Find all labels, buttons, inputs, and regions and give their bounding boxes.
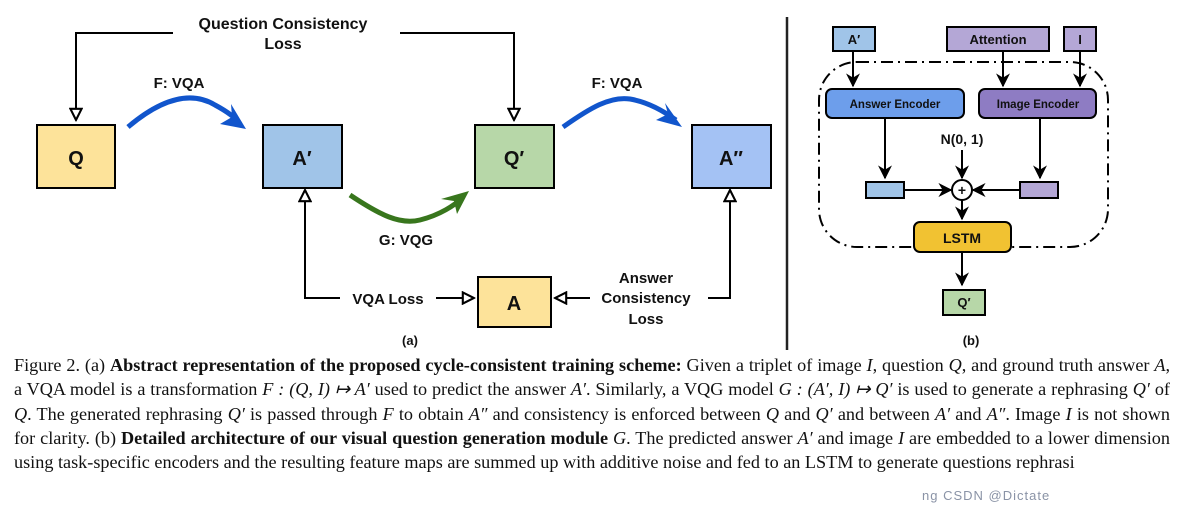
caption-math: F : (Q, I) ↦ A′ <box>262 379 370 400</box>
input-a-prime-label: A′ <box>848 32 861 47</box>
answer-consistency-label-line3: Loss <box>628 311 663 328</box>
caption-math: A′ <box>934 403 951 424</box>
answer-consistency-connector <box>555 190 730 298</box>
caption-math: Q′ <box>815 403 833 424</box>
noise-label: N(0, 1) <box>941 131 984 147</box>
question-consistency-label-line2: Loss <box>264 36 301 53</box>
caption-math: I <box>898 427 905 448</box>
panel-a-label: (a) <box>402 333 418 348</box>
sum-symbol: + <box>958 182 966 198</box>
figure-caption: Figure 2. (a) Abstract representation of… <box>14 353 1170 474</box>
output-q-prime-label: Q′ <box>957 295 970 310</box>
caption-text: . The generated rephrasing <box>27 403 228 424</box>
lstm-label: LSTM <box>943 230 981 246</box>
answer-feature-map <box>865 181 905 199</box>
caption-math: Q′ <box>1132 379 1150 400</box>
caption-text: and <box>950 403 987 424</box>
answer-consistency-label-line2: Consistency <box>601 290 691 307</box>
vqa-loss-connector <box>305 190 474 298</box>
caption-math: Q <box>948 355 962 375</box>
output-q-prime: Q′ <box>942 289 986 316</box>
caption-text: and image <box>812 427 899 448</box>
question-consistency-label-line1: Question Consistency <box>199 16 368 33</box>
caption-text: and <box>778 403 816 424</box>
input-a-prime: A′ <box>832 26 876 52</box>
vqg-module-boundary <box>818 61 1109 248</box>
caption-text: are embedded to a lower dimension using … <box>14 427 1170 473</box>
vqg-arrow <box>348 191 469 224</box>
caption-math: G <box>613 427 627 448</box>
input-attention: Attention <box>946 26 1050 52</box>
vqg-label: G: VQG <box>379 232 433 249</box>
caption-math: I <box>866 355 873 375</box>
image-encoder-label: Image Encoder <box>997 99 1080 111</box>
vqa-arrow-1 <box>126 95 246 129</box>
caption-math: Q′ <box>227 403 245 424</box>
panel-b-label: (b) <box>963 333 980 348</box>
input-image-label: I <box>1078 32 1082 47</box>
answer-consistency-label-line1: Answer <box>619 270 673 287</box>
caption-bold-b: Detailed architecture of our visual ques… <box>121 427 609 448</box>
caption-text: of <box>1149 379 1170 400</box>
node-a-double-prime-label: A″ <box>719 148 743 170</box>
caption-text: . The predicted answer <box>626 427 798 448</box>
sum-node-icon: + <box>904 179 1020 221</box>
caption-figure-number: Figure 2. (a) <box>14 355 110 375</box>
caption-math: A <box>1154 355 1166 375</box>
caption-math: A″ <box>986 403 1006 424</box>
caption-math: F <box>382 403 394 424</box>
caption-text: , question <box>872 355 949 375</box>
vqa-label-1: F: VQA <box>154 75 205 92</box>
caption-text: , and ground truth answer <box>961 355 1155 375</box>
lstm-block: LSTM <box>913 221 1012 253</box>
caption-text: . Similarly, a VQG model <box>585 379 779 400</box>
caption-math: A′ <box>797 427 813 448</box>
caption-math: A″ <box>468 403 488 424</box>
caption-math: I <box>1065 403 1072 424</box>
node-a: A <box>477 276 552 328</box>
input-attention-label: Attention <box>969 32 1026 47</box>
caption-math: Q <box>14 403 28 424</box>
node-q-prime-label: Q′ <box>504 148 525 170</box>
input-arrows <box>846 51 1087 88</box>
question-consistency-connector <box>76 32 514 120</box>
caption-text: . Image <box>1005 403 1066 424</box>
image-encoder: Image Encoder <box>978 88 1097 119</box>
watermark: ng CSDN @Dictate <box>922 486 1172 506</box>
caption-text: Given a triplet of image <box>681 355 867 375</box>
node-q: Q <box>36 124 116 189</box>
caption-math: Q <box>765 403 779 424</box>
node-a-prime: A′ <box>262 124 343 189</box>
caption-math: A′ <box>570 379 586 400</box>
caption-bold-a: Abstract representation of the proposed … <box>109 355 682 375</box>
caption-text: is used to generate a rephrasing <box>892 379 1133 400</box>
image-feature-map <box>1019 181 1059 199</box>
caption-text: is passed through <box>244 403 383 424</box>
node-q-label: Q <box>68 148 84 170</box>
node-a-label: A <box>507 293 521 315</box>
answer-encoder: Answer Encoder <box>825 88 965 119</box>
node-q-prime: Q′ <box>474 124 555 189</box>
caption-text: used to predict the answer <box>369 379 571 400</box>
feature-arrows <box>878 118 1047 180</box>
input-image: I <box>1063 26 1097 52</box>
vqa-arrow-2 <box>561 96 682 130</box>
answer-encoder-label: Answer Encoder <box>850 99 941 111</box>
caption-text: and between <box>832 403 935 424</box>
caption-text: and consistency is enforced between <box>487 403 766 424</box>
caption-text: is not shown for clarity. (b) <box>14 403 1171 448</box>
node-a-double-prime: A″ <box>691 124 772 189</box>
node-a-prime-label: A′ <box>292 148 311 170</box>
caption-text: , a VQA model is a transformation <box>14 355 1171 400</box>
vqa-label-2: F: VQA <box>592 75 643 92</box>
vqa-loss-label: VQA Loss <box>352 291 423 308</box>
caption-math: G : (A′, I) ↦ Q′ <box>778 379 893 400</box>
figure-diagram: Question Consistency Loss Q F: VQA A′ G:… <box>36 16 1109 350</box>
caption-text: to obtain <box>393 403 469 424</box>
